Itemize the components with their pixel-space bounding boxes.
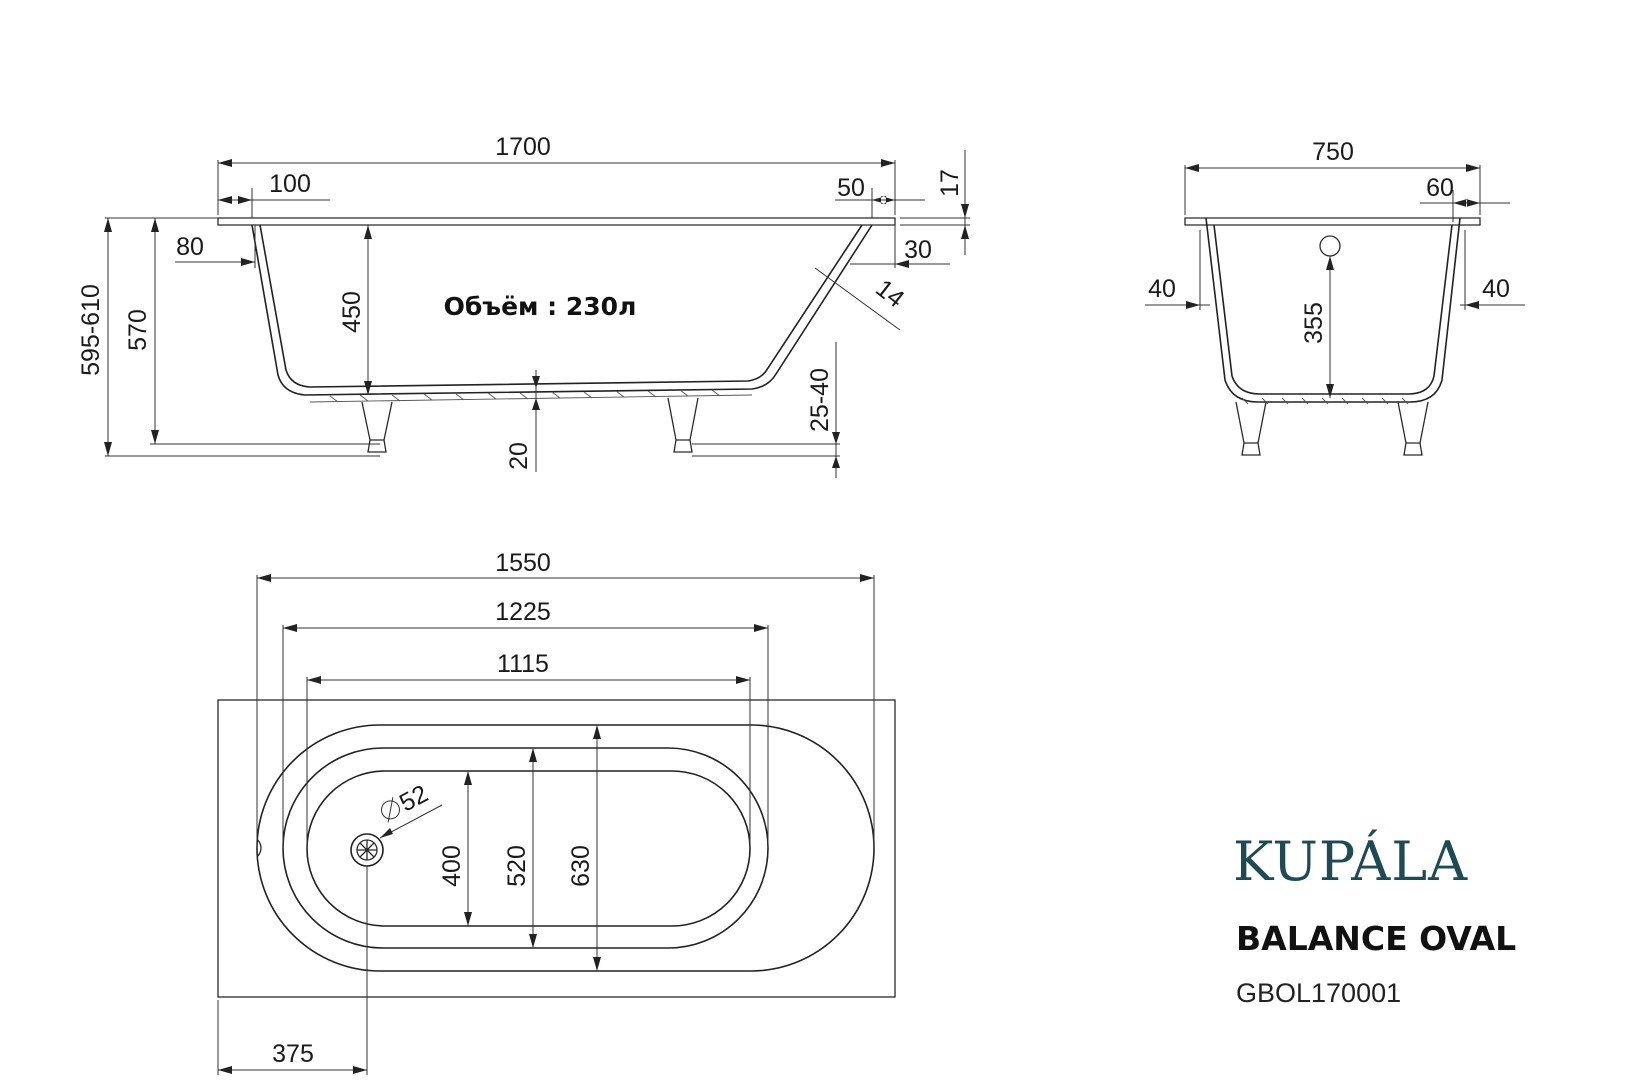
side-shell-inner — [259, 224, 863, 388]
model-code: GBOL170001 — [1236, 978, 1401, 1008]
side-bottom-hatch — [329, 389, 721, 403]
end-view: 750 60 40 40 355 — [1145, 138, 1525, 456]
end-shell-outer — [1205, 217, 1461, 403]
dim-height-570: 570 — [124, 309, 152, 351]
brand-block: KUPÁLA BALANCE OVAL GBOL170001 — [1233, 829, 1516, 1008]
side-foot-right-pad — [673, 439, 693, 453]
side-arrowheads — [104, 159, 969, 468]
top-arrowheads — [218, 574, 874, 1074]
dim-width-400: 400 — [438, 845, 466, 887]
end-foot-left-pad — [1241, 442, 1261, 456]
top-rim-oval — [256, 724, 875, 972]
top-view: 1550 1225 1115 52 400 520 630 375 — [217, 549, 896, 1075]
side-shell-outer — [251, 224, 873, 396]
end-bottom-hatch — [1241, 397, 1409, 405]
overflow-hole-icon — [1319, 235, 1341, 257]
drain-icon — [350, 833, 384, 867]
dim-len-1550: 1550 — [495, 549, 551, 577]
dim-depth-450: 450 — [338, 291, 366, 333]
dim-width-630: 630 — [567, 845, 595, 887]
top-overflow-mark — [257, 839, 262, 857]
volume-label: Объём : 230л — [444, 292, 637, 321]
dim-len-1225: 1225 — [495, 598, 551, 626]
end-foot-left — [1235, 401, 1267, 444]
end-foot-right-pad — [1403, 442, 1423, 456]
side-foot-left-pad — [367, 439, 387, 453]
dim-bottom-20: 20 — [505, 442, 533, 470]
dim-30: 30 — [904, 236, 932, 264]
dim-feet-25-40: 25-40 — [806, 368, 834, 432]
dim-left-40: 40 — [1148, 275, 1176, 303]
end-arrowheads — [1185, 164, 1480, 398]
side-foot-left — [361, 401, 393, 441]
end-shell-inner — [1213, 224, 1453, 395]
side-view: 1700 100 50 17 80 30 14 595-610 570 450 … — [77, 133, 970, 478]
dim-height-595-610: 595-610 — [77, 284, 105, 376]
dim-rim-17: 17 — [936, 169, 964, 197]
dim-rim-60: 60 — [1426, 174, 1454, 202]
dim-rim-100: 100 — [269, 170, 311, 198]
dim-80: 80 — [176, 233, 204, 261]
dim-width-750: 750 — [1312, 138, 1354, 166]
side-rim — [217, 217, 896, 226]
side-bottom-hatch-line — [309, 394, 753, 403]
top-outline — [217, 699, 896, 998]
side-dimension-lines — [105, 150, 970, 478]
model-name: BALANCE OVAL — [1236, 919, 1516, 958]
dim-wall-14: 14 — [870, 274, 909, 313]
dim-width-520: 520 — [503, 845, 531, 887]
dim-overflow-355: 355 — [1300, 302, 1328, 344]
dim-len-1115: 1115 — [497, 650, 549, 678]
top-bottom-oval — [306, 770, 751, 927]
dim-drain-52: 52 — [395, 780, 433, 818]
dim-length-1700: 1700 — [495, 133, 551, 161]
dim-rim-50: 50 — [837, 174, 865, 202]
end-foot-right — [1397, 401, 1429, 444]
side-foot-right — [667, 397, 699, 441]
dim-drain-375: 375 — [272, 1040, 314, 1068]
end-rim — [1184, 217, 1481, 226]
dim-drain-diameter: 52 — [380, 780, 433, 823]
top-dimension-lines — [217, 575, 875, 1075]
end-dimension-lines — [1145, 165, 1525, 398]
dim-right-40: 40 — [1482, 275, 1510, 303]
brand-logo: KUPÁLA — [1233, 829, 1468, 893]
